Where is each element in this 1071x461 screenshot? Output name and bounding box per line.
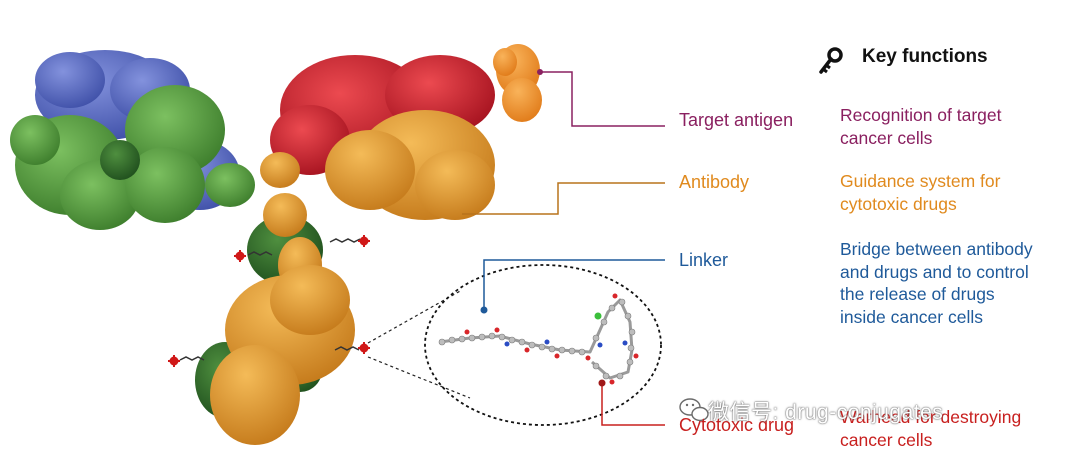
function-line: the release of drugs bbox=[840, 284, 995, 304]
target-antigen-protein bbox=[493, 44, 542, 122]
function-line: cancer cells bbox=[840, 429, 933, 450]
chlorine-atom bbox=[594, 312, 602, 320]
drug-leader-line bbox=[601, 383, 665, 426]
fab-left-green-domain bbox=[10, 85, 255, 230]
zoom-callout bbox=[367, 264, 662, 426]
linker-leader-dot bbox=[480, 306, 488, 314]
function-line: and drugs and to control bbox=[840, 261, 1029, 282]
function-line: Guidance system for bbox=[840, 171, 1001, 191]
linker-drug-molecule bbox=[438, 293, 639, 385]
payload-left-bottom bbox=[168, 355, 205, 367]
cytotoxic-drug-label: Cytotoxic drug bbox=[679, 415, 795, 435]
wechat-icon bbox=[679, 398, 709, 422]
payload-right-top bbox=[329, 235, 370, 247]
cytotoxic-drug-function: Warhead for destroying cancer cells bbox=[840, 406, 1021, 451]
function-line: cytotoxic drugs bbox=[840, 193, 957, 214]
antibody-leader-line bbox=[462, 182, 665, 215]
function-line: Bridge between antibody bbox=[840, 239, 1033, 259]
wechat-watermark: 微信号: drug-conjugates bbox=[708, 401, 944, 424]
linker-label: Linker bbox=[679, 250, 729, 270]
function-line: Warhead for destroying bbox=[840, 407, 1022, 427]
drug-leader-dot bbox=[598, 379, 606, 387]
antibody-label: Antibody bbox=[679, 172, 750, 192]
function-line: cancer cells bbox=[840, 127, 933, 148]
function-line: inside cancer cells bbox=[840, 306, 983, 327]
payload-left bbox=[234, 250, 273, 262]
key-icon bbox=[819, 47, 843, 74]
target-leader-line bbox=[540, 71, 665, 127]
linker-leader-line bbox=[483, 259, 665, 310]
target-leader-dot bbox=[537, 69, 543, 75]
antibody-function: Guidance system for cytotoxic drugs bbox=[840, 170, 1000, 215]
payload-conjugated bbox=[334, 342, 370, 354]
function-line: Recognition of target bbox=[840, 105, 1002, 125]
linker-function: Bridge between antibody and drugs and to… bbox=[840, 238, 1033, 328]
target-antigen-label: Target antigen bbox=[679, 110, 794, 130]
key-functions-title: Key functions bbox=[862, 46, 988, 67]
fab-left-groove bbox=[100, 140, 140, 180]
target-antigen-function: Recognition of target cancer cells bbox=[840, 104, 1002, 149]
antibody-orange-chain bbox=[210, 110, 495, 445]
